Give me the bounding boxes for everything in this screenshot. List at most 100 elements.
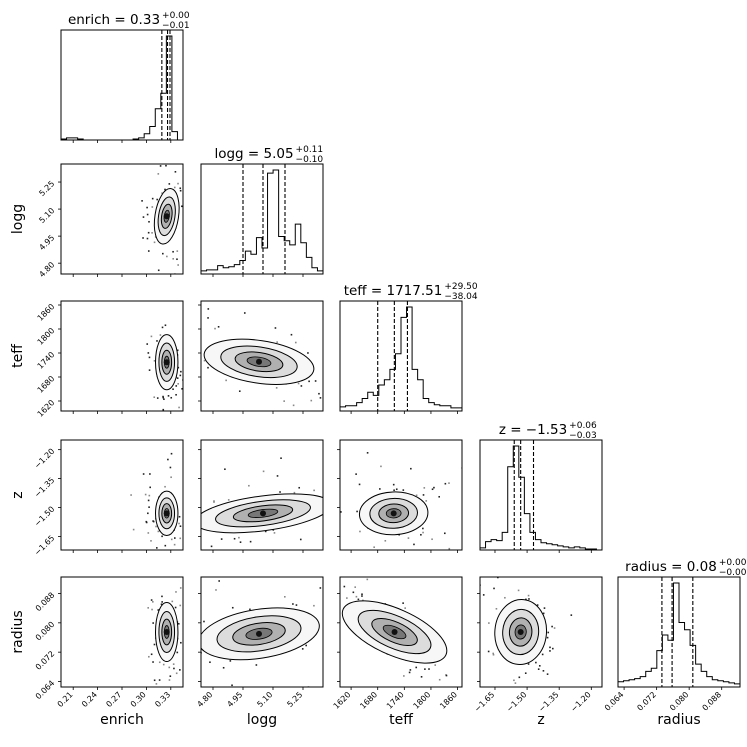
panel-logg-enrich: 4.804.955.105.25 xyxy=(37,163,189,279)
sample-point xyxy=(402,489,405,491)
sample-point xyxy=(178,406,180,409)
sample-point xyxy=(213,501,215,503)
sample-point xyxy=(357,507,359,509)
sample-point xyxy=(184,200,186,202)
sample-point xyxy=(194,358,196,360)
sample-point xyxy=(409,669,412,671)
sample-point xyxy=(177,382,179,385)
sample-point xyxy=(213,500,215,502)
sample-point xyxy=(527,663,530,665)
sample-point xyxy=(175,684,177,686)
sample-point xyxy=(229,660,232,662)
sample-point xyxy=(179,537,182,540)
y-tick-label-z: −1.20 xyxy=(33,447,57,471)
y-tick-label-teff: 1740 xyxy=(36,350,57,371)
sample-point xyxy=(525,598,527,601)
panel-z-z: z = −1.53+0.06−0.03 xyxy=(479,421,603,553)
panel-teff-logg xyxy=(184,300,334,419)
sample-point xyxy=(153,360,156,362)
panel-frame xyxy=(200,576,324,688)
x-axis-label-z: z xyxy=(537,712,544,728)
y-tick-label-z: −1.65 xyxy=(33,534,57,558)
x-tick-label-enrich: 0.33 xyxy=(153,690,172,709)
sample-point xyxy=(346,597,348,599)
sample-point xyxy=(179,187,182,190)
sample-point xyxy=(335,546,337,548)
sample-point xyxy=(184,399,186,401)
sample-point xyxy=(331,563,333,565)
sample-point xyxy=(308,380,310,383)
sample-point xyxy=(274,327,277,329)
sample-point xyxy=(177,182,179,185)
panel-frame xyxy=(60,29,184,141)
x-tick-label-enrich: 0.21 xyxy=(56,690,75,709)
sample-point xyxy=(218,580,220,582)
title-err-minus-enrich: −0.01 xyxy=(162,21,190,31)
histogram-logg xyxy=(201,169,323,274)
sample-point xyxy=(170,569,172,571)
sample-point xyxy=(444,482,447,485)
title-err-plus-z: +0.06 xyxy=(569,421,597,431)
sample-point xyxy=(153,396,156,399)
panel-frame xyxy=(200,300,324,412)
sample-point xyxy=(270,415,272,417)
sample-point xyxy=(422,531,424,534)
title-logg: logg = 5.05 xyxy=(214,146,293,162)
sample-point xyxy=(203,620,205,623)
sample-point xyxy=(162,539,164,541)
sample-point xyxy=(199,517,201,519)
sample-point xyxy=(156,547,158,549)
sample-point xyxy=(336,589,338,591)
sample-point xyxy=(402,602,404,604)
sample-point xyxy=(553,627,556,629)
density-peak xyxy=(163,629,170,635)
panel-z-logg xyxy=(176,439,359,560)
sample-point xyxy=(332,363,334,365)
x-axis-label-teff: teff xyxy=(389,712,413,728)
sample-point xyxy=(157,530,160,533)
sample-point xyxy=(391,545,393,547)
sample-point xyxy=(147,250,150,252)
sample-point xyxy=(164,544,167,547)
sample-point xyxy=(173,293,175,295)
title-err-plus-teff: +29.50 xyxy=(444,282,478,292)
sample-point xyxy=(147,607,149,609)
sample-point xyxy=(415,494,418,497)
sample-point xyxy=(509,574,511,576)
sample-point xyxy=(293,491,296,494)
sample-point xyxy=(176,536,178,538)
sample-point xyxy=(360,435,362,437)
sample-point xyxy=(132,528,135,531)
sample-point xyxy=(239,541,242,543)
sample-point xyxy=(393,489,395,492)
histogram-z xyxy=(480,445,602,550)
sample-point xyxy=(175,393,177,396)
x-tick-label-logg: 5.10 xyxy=(255,690,274,709)
y-tick-label-logg: 5.10 xyxy=(37,206,56,225)
sample-point xyxy=(197,518,199,520)
sample-point xyxy=(488,622,490,624)
sample-point xyxy=(124,701,126,703)
sample-point xyxy=(187,228,189,230)
sample-point xyxy=(158,661,161,664)
sample-point xyxy=(276,341,278,343)
y-axis-label-logg: logg xyxy=(10,204,26,234)
density-peak xyxy=(163,359,170,366)
sample-point xyxy=(181,205,183,208)
sample-point xyxy=(196,528,198,530)
sample-point xyxy=(433,486,435,489)
sample-point xyxy=(280,457,282,459)
sample-point xyxy=(438,678,441,681)
sample-point xyxy=(162,663,165,666)
histogram-teff xyxy=(340,306,462,411)
panel-frame xyxy=(200,163,324,275)
sample-point xyxy=(163,421,165,423)
sample-point xyxy=(276,475,279,477)
sample-point xyxy=(173,667,175,670)
sample-point xyxy=(270,417,272,419)
sample-point xyxy=(448,482,450,484)
sample-point xyxy=(190,642,192,644)
x-tick-label-radius: 0.080 xyxy=(668,690,691,713)
sample-point xyxy=(242,558,244,560)
y-tick-label-logg: 5.25 xyxy=(37,179,56,198)
